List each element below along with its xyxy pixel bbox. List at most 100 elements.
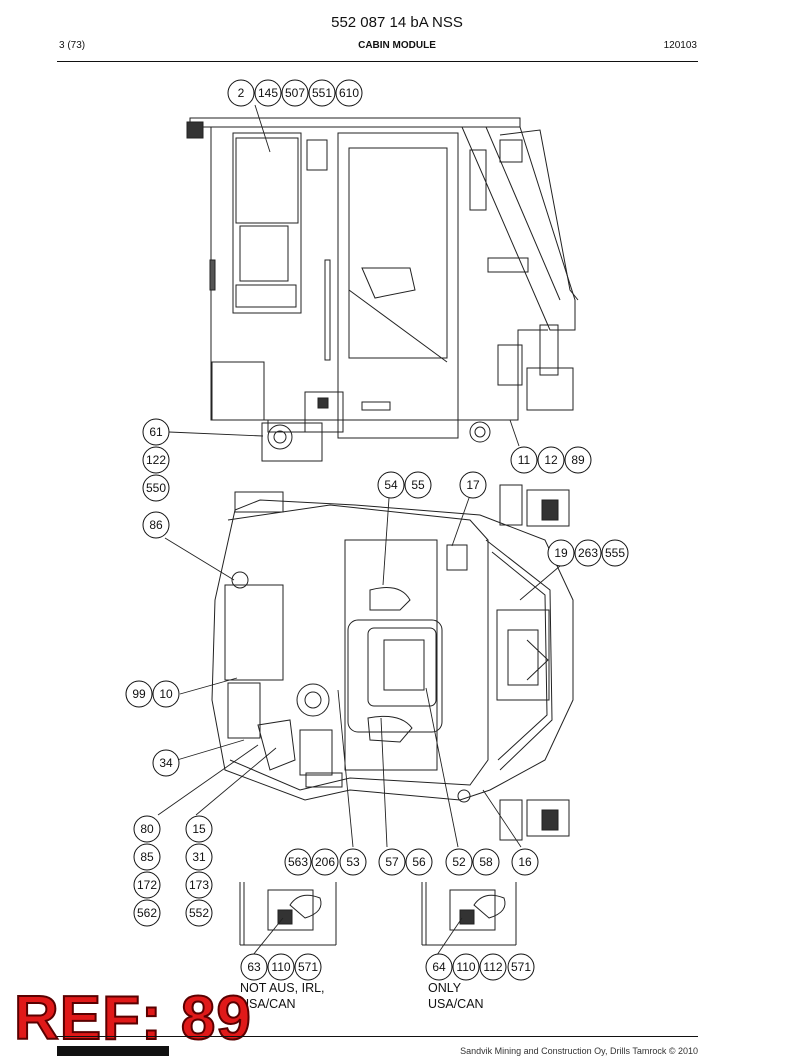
callout-571-right: 571 [507, 953, 535, 981]
svg-text:571: 571 [298, 960, 318, 974]
callout-112: 112 [479, 953, 507, 981]
cabin-top-view [211, 484, 574, 841]
callout-173: 173 [185, 871, 213, 899]
callout-562: 562 [133, 899, 161, 927]
svg-text:122: 122 [146, 453, 166, 467]
svg-text:10: 10 [159, 687, 173, 701]
callout-110-right: 110 [452, 953, 480, 981]
svg-text:89: 89 [571, 453, 585, 467]
company-logo [57, 1046, 169, 1056]
callout-12: 12 [537, 446, 565, 474]
svg-text:172: 172 [137, 878, 157, 892]
callout-17: 17 [459, 471, 487, 499]
ref-stamp: REF: 89 [13, 983, 252, 1054]
callout-53: 53 [339, 848, 367, 876]
callout-16: 16 [511, 848, 539, 876]
leader-lines [157, 104, 561, 956]
svg-text:86: 86 [149, 518, 163, 532]
svg-text:64: 64 [432, 960, 446, 974]
document-number: 552 087 14 bA NSS [331, 14, 463, 31]
callout-206: 206 [311, 848, 339, 876]
svg-text:551: 551 [312, 86, 332, 100]
callout-2: 2 [227, 79, 255, 107]
callout-122: 122 [142, 446, 170, 474]
callout-550: 550 [142, 474, 170, 502]
callout-263: 263 [574, 539, 602, 567]
svg-text:52: 52 [452, 855, 466, 869]
callout-57: 57 [378, 848, 406, 876]
svg-text:145: 145 [258, 86, 278, 100]
cabin-side-view [186, 117, 579, 462]
detail-view-right [421, 882, 517, 946]
callout-54: 54 [377, 471, 405, 499]
svg-text:11: 11 [518, 453, 531, 467]
svg-text:112: 112 [483, 960, 502, 974]
callout-63: 63 [240, 953, 268, 981]
svg-text:110: 110 [456, 960, 475, 974]
svg-text:12: 12 [544, 453, 558, 467]
callout-34: 34 [152, 749, 180, 777]
callout-86: 86 [142, 511, 170, 539]
svg-text:173: 173 [189, 878, 209, 892]
callout-551: 551 [308, 79, 336, 107]
callout-61: 61 [142, 418, 170, 446]
svg-text:15: 15 [192, 822, 206, 836]
callouts: 2 145 507 551 610 61 122 550 11 12 89 54… [125, 79, 629, 981]
callout-555: 555 [601, 539, 629, 567]
svg-text:99: 99 [132, 687, 146, 701]
detail-view-left [239, 882, 337, 946]
svg-text:85: 85 [140, 850, 154, 864]
svg-text:56: 56 [412, 855, 426, 869]
svg-text:58: 58 [479, 855, 493, 869]
svg-text:563: 563 [288, 855, 308, 869]
callout-56: 56 [405, 848, 433, 876]
callout-89: 89 [564, 446, 592, 474]
svg-text:555: 555 [605, 546, 625, 560]
svg-text:16: 16 [518, 855, 532, 869]
callout-31: 31 [185, 843, 213, 871]
callout-110-left: 110 [267, 953, 295, 981]
callout-99: 99 [125, 680, 153, 708]
svg-text:110: 110 [271, 960, 290, 974]
svg-text:57: 57 [385, 855, 399, 869]
svg-text:206: 206 [315, 855, 335, 869]
document-code: 120103 [663, 40, 697, 51]
callout-52: 52 [445, 848, 473, 876]
footer-rule [57, 1036, 698, 1037]
callout-80: 80 [133, 815, 161, 843]
svg-text:55: 55 [411, 478, 425, 492]
svg-text:63: 63 [247, 960, 261, 974]
callout-15: 15 [185, 815, 213, 843]
svg-text:80: 80 [140, 822, 154, 836]
callout-19: 19 [547, 539, 575, 567]
callout-571-left: 571 [294, 953, 322, 981]
callout-172: 172 [133, 871, 161, 899]
svg-text:507: 507 [285, 86, 305, 100]
svg-text:17: 17 [466, 478, 480, 492]
callout-58: 58 [472, 848, 500, 876]
svg-text:53: 53 [346, 855, 360, 869]
svg-text:19: 19 [554, 546, 568, 560]
svg-text:54: 54 [384, 478, 398, 492]
note-right-variant: ONLY USA/CAN [428, 981, 484, 1011]
header-rule [57, 61, 698, 62]
section-title: CABIN MODULE [358, 40, 436, 51]
page-number: 3 (73) [59, 40, 86, 51]
callout-552: 552 [185, 899, 213, 927]
svg-text:31: 31 [192, 850, 206, 864]
callout-610: 610 [335, 79, 363, 107]
note-left-variant: NOT AUS, IRL, USA/CAN [240, 981, 325, 1011]
svg-text:34: 34 [159, 756, 173, 770]
callout-64: 64 [425, 953, 453, 981]
svg-text:2: 2 [238, 86, 245, 100]
svg-text:610: 610 [339, 86, 359, 100]
svg-text:550: 550 [146, 481, 166, 495]
svg-text:571: 571 [511, 960, 531, 974]
footer-copyright: Sandvik Mining and Construction Oy, Dril… [460, 1046, 698, 1056]
callout-563: 563 [284, 848, 312, 876]
svg-text:552: 552 [189, 906, 209, 920]
callout-145: 145 [254, 79, 282, 107]
svg-text:562: 562 [137, 906, 157, 920]
svg-text:263: 263 [578, 546, 598, 560]
